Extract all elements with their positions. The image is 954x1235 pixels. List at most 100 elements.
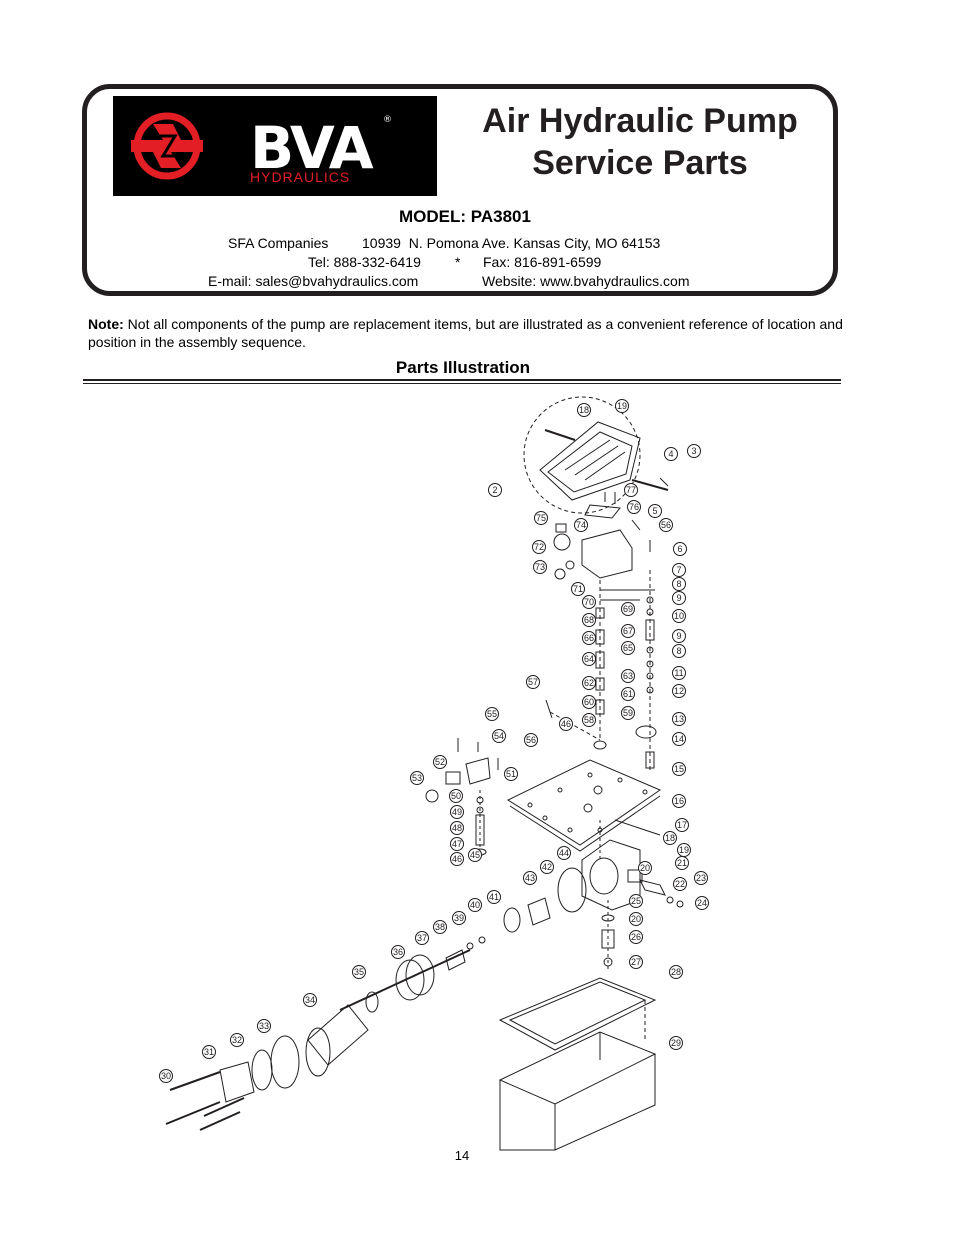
callout-number: 3 <box>691 446 696 456</box>
callout-bubble <box>504 767 518 781</box>
callout-number: 27 <box>631 957 641 967</box>
callout-bubble <box>695 896 709 910</box>
callout-bubble <box>687 444 701 458</box>
callout-number: 60 <box>584 697 594 707</box>
website-url[interactable]: Website: www.bvahydraulics.com <box>482 273 690 289</box>
callout-number: 16 <box>674 796 684 806</box>
callout-bubble <box>449 789 463 803</box>
callout-bubble <box>582 676 596 690</box>
callout-number: 62 <box>584 678 594 688</box>
callout-bubble <box>672 794 686 808</box>
company-name: SFA Companies <box>228 235 329 251</box>
callout-bubble <box>672 577 686 591</box>
callout-number: 23 <box>696 873 706 883</box>
callout-bubble <box>410 771 424 785</box>
callout-number: 46 <box>452 854 462 864</box>
diagram-linework <box>165 396 684 1151</box>
callout-bubble <box>450 821 464 835</box>
callout-bubble <box>559 717 573 731</box>
registered-mark: ® <box>383 115 392 125</box>
callout-number: 59 <box>623 708 633 718</box>
callout-number: 69 <box>623 604 633 614</box>
callout-number: 49 <box>452 807 462 817</box>
callout-bubble <box>672 591 686 605</box>
callout-bubble <box>582 595 596 609</box>
callout-bubble <box>532 540 546 554</box>
callout-bubble <box>629 894 643 908</box>
callout-number: 53 <box>412 773 422 783</box>
callout-number: 6 <box>677 544 682 554</box>
callout-number: 72 <box>534 542 544 552</box>
callout-bubble <box>485 707 499 721</box>
callout-number: 43 <box>525 873 535 883</box>
callout-number: 33 <box>259 1021 269 1031</box>
callout-number: 41 <box>489 892 499 902</box>
callout-number: 12 <box>674 686 684 696</box>
callout-bubble <box>672 629 686 643</box>
callout-bubble <box>675 856 689 870</box>
valve-body <box>581 529 633 579</box>
callout-bubble <box>433 920 447 934</box>
callout-bubble <box>621 706 635 720</box>
callout-bubble <box>487 890 501 904</box>
callout-number: 24 <box>697 898 707 908</box>
callout-number: 73 <box>535 562 545 572</box>
callout-bubble <box>523 871 537 885</box>
callout-number: 9 <box>676 593 681 603</box>
callout-bubble <box>629 912 643 926</box>
callout-bubble <box>391 945 405 959</box>
email-address[interactable]: E-mail: sales@bvahydraulics.com <box>208 273 419 289</box>
callout-number: 38 <box>435 922 445 932</box>
callout-bubble <box>415 931 429 945</box>
callout-number: 30 <box>161 1071 171 1081</box>
bolt-cut-icon <box>159 134 179 158</box>
air-cylinder <box>307 1004 369 1066</box>
callout-number: 14 <box>674 734 684 744</box>
callout-bubble <box>672 684 686 698</box>
callout-number: 46 <box>561 719 571 729</box>
section-rule-thin <box>83 383 841 384</box>
callout-bubble <box>526 675 540 689</box>
callout-number: 63 <box>623 671 633 681</box>
callout-number: 15 <box>674 764 684 774</box>
callout-number: 22 <box>675 879 685 889</box>
callout-bubble <box>673 542 687 556</box>
callout-number: 28 <box>671 967 681 977</box>
callout-bubble <box>577 403 591 417</box>
section-rule <box>83 379 841 381</box>
callout-number: 76 <box>629 502 639 512</box>
callout-number: 47 <box>452 839 462 849</box>
callout-bubble <box>582 695 596 709</box>
callout-bubble <box>659 518 673 532</box>
callout-number: 32 <box>232 1035 242 1045</box>
callout-bubble <box>638 861 652 875</box>
callout-number: 67 <box>623 626 633 636</box>
callout-bubble <box>230 1033 244 1047</box>
callout-bubble <box>669 1036 683 1050</box>
callout-number: 19 <box>617 401 627 411</box>
page-title: Air Hydraulic Pump Service Parts <box>440 100 840 184</box>
callout-number: 75 <box>536 513 546 523</box>
callout-bubble <box>534 511 548 525</box>
callout-number: 40 <box>470 900 480 910</box>
callout-number: 29 <box>671 1038 681 1048</box>
side-valve <box>465 757 491 785</box>
callout-bubble <box>672 609 686 623</box>
callout-number: 13 <box>674 714 684 724</box>
callout-bubble <box>629 955 643 969</box>
callout-bubble <box>627 500 641 514</box>
callout-number: 20 <box>631 914 641 924</box>
callout-bubble <box>202 1045 216 1059</box>
callout-number: 5 <box>652 506 657 516</box>
foot-pedal <box>539 421 641 501</box>
logo-subtitle: HYDRAULICS <box>250 169 350 185</box>
callout-number: 18 <box>665 833 675 843</box>
callout-number: 37 <box>417 933 427 943</box>
bva-logo: BVA ® HYDRAULICS <box>113 96 437 196</box>
callout-number: 20 <box>640 863 650 873</box>
callout-bubble <box>582 631 596 645</box>
callout-bubble <box>582 652 596 666</box>
callout-number: 52 <box>435 757 445 767</box>
logo-wordmark: BVA <box>250 114 374 182</box>
callout-bubble <box>621 624 635 638</box>
